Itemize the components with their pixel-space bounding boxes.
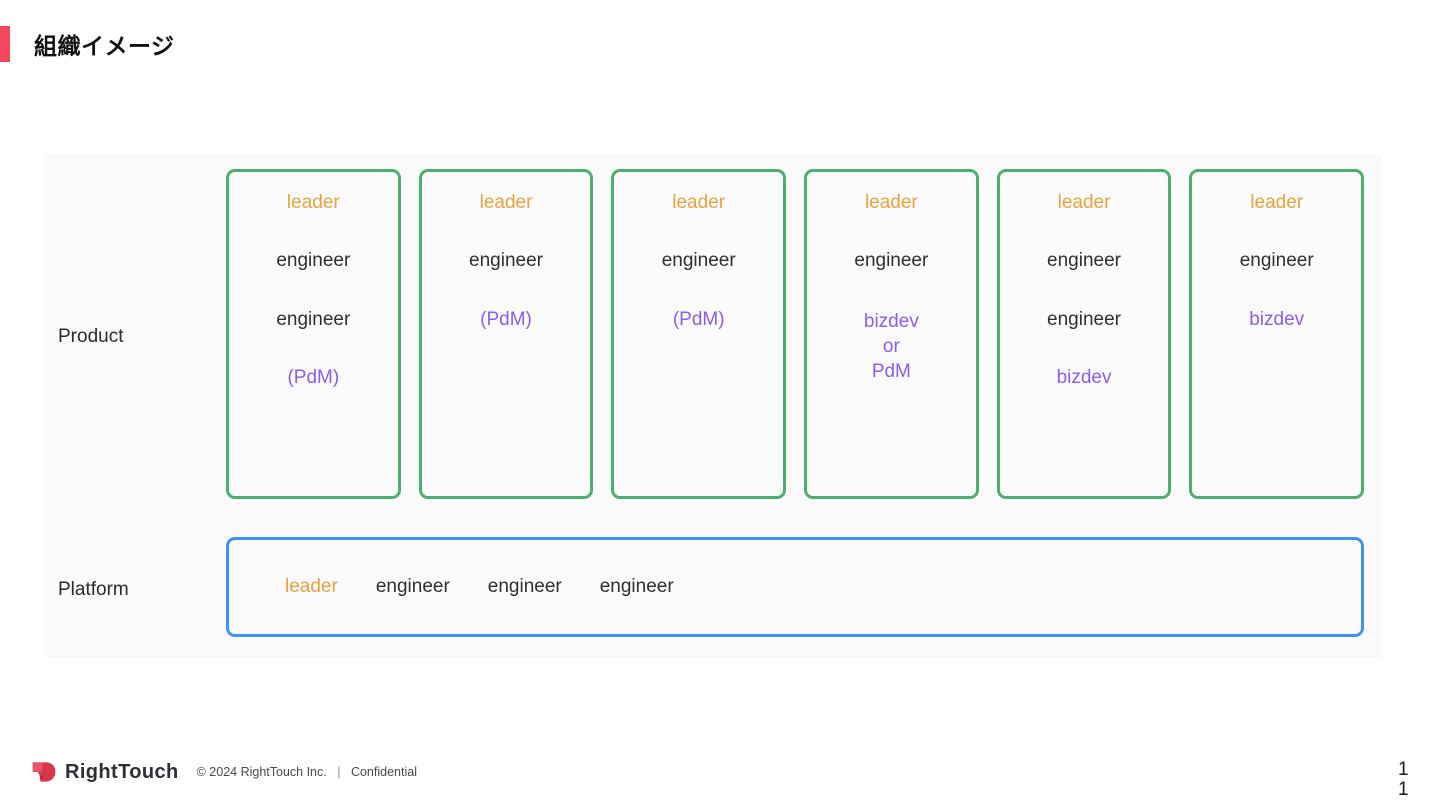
copyright-text: © 2024 RightTouch Inc. (196, 765, 327, 779)
role-engineer: engineer (1047, 308, 1121, 330)
role-engineer: engineer (276, 250, 351, 272)
role-engineer: engineer (599, 575, 674, 597)
role-leader: leader (1057, 192, 1111, 213)
role-engineer: engineer (1047, 250, 1121, 272)
footer-separator: | (337, 765, 341, 779)
platform-team-box: leader engineer engineer engineer (226, 537, 1364, 637)
page-number: 11 (1398, 759, 1409, 801)
role-pdm: (PdM) (480, 308, 532, 330)
role-leader: leader (672, 192, 726, 213)
role-bizdev: bizdev (1249, 308, 1305, 330)
role-bizdev-or-pdm: bizdev or PdM (863, 310, 919, 382)
slide-header: 組織イメージ (0, 26, 175, 62)
product-team-columns: leader engineer engineer (PdM) leader enginee… (226, 169, 1365, 499)
role-leader: leader (285, 575, 338, 597)
row-label-product: Product (58, 326, 124, 347)
role-engineer: engineer (375, 575, 450, 597)
row-label-platform: Platform (58, 579, 129, 600)
role-pdm: (PdM) (287, 367, 340, 389)
product-team-box-6: leader engineer bizdev (1189, 169, 1365, 499)
role-engineer: engineer (469, 250, 543, 272)
role-leader: leader (864, 192, 918, 213)
role-bizdev: bizdev (1056, 367, 1112, 389)
product-team-box-2: leader engineer (PdM) (418, 169, 594, 499)
role-leader: leader (1250, 192, 1304, 213)
footer-meta: © 2024 RightTouch Inc. | Confidential (197, 765, 417, 779)
role-engineer: engineer (661, 250, 736, 272)
title-accent-bar (0, 26, 10, 62)
role-engineer: engineer (854, 250, 929, 272)
role-engineer: engineer (1239, 250, 1314, 272)
role-leader: leader (479, 192, 533, 213)
product-team-box-5: leader engineer engineer bizdev (996, 169, 1172, 499)
page-title: 組織イメージ (34, 33, 175, 59)
product-team-box-1: leader engineer engineer (PdM) (226, 169, 401, 499)
product-team-box-3: leader engineer (PdM) (611, 169, 787, 499)
righttouch-logo-icon (30, 758, 58, 786)
role-leader: leader (286, 192, 340, 213)
brand-name: RightTouch (65, 760, 179, 783)
footer: RightTouch © 2024 RightTouch Inc. | Conf… (30, 758, 417, 786)
role-pdm: (PdM) (672, 308, 725, 330)
diagram-row-platform: Platform leader engineer engineer engineer (44, 537, 1382, 641)
role-engineer: engineer (487, 575, 562, 597)
confidential-label: Confidential (350, 765, 417, 779)
product-team-box-4: leader engineer bizdev or PdM (804, 169, 979, 499)
role-engineer: engineer (276, 308, 351, 330)
